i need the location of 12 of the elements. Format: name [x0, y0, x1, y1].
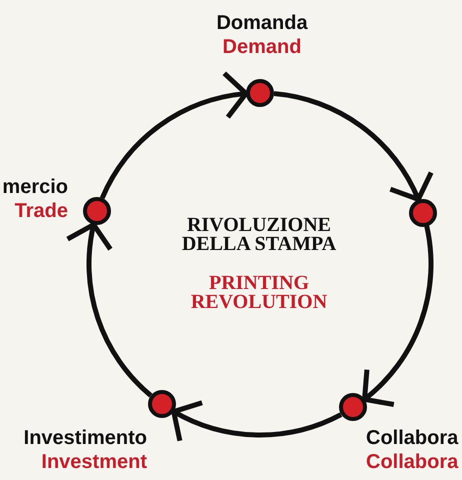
translated-heading: PRINTING REVOLUTION [190, 274, 328, 312]
node-label: Domanda [216, 11, 308, 35]
arrow [362, 226, 434, 406]
translation-label: Investment [41, 450, 147, 474]
translation-label: Collabora [366, 450, 458, 474]
translation-label: Trade [14, 199, 68, 223]
translation-label: Demand [222, 35, 302, 59]
heading-text: RIVOLUZIONE DELLA STAMPA [180, 216, 338, 254]
node-label: mercio [2, 175, 68, 199]
node-label: Investimento [24, 426, 147, 450]
node-label: Collabora [366, 426, 458, 450]
arrow [274, 91, 432, 202]
